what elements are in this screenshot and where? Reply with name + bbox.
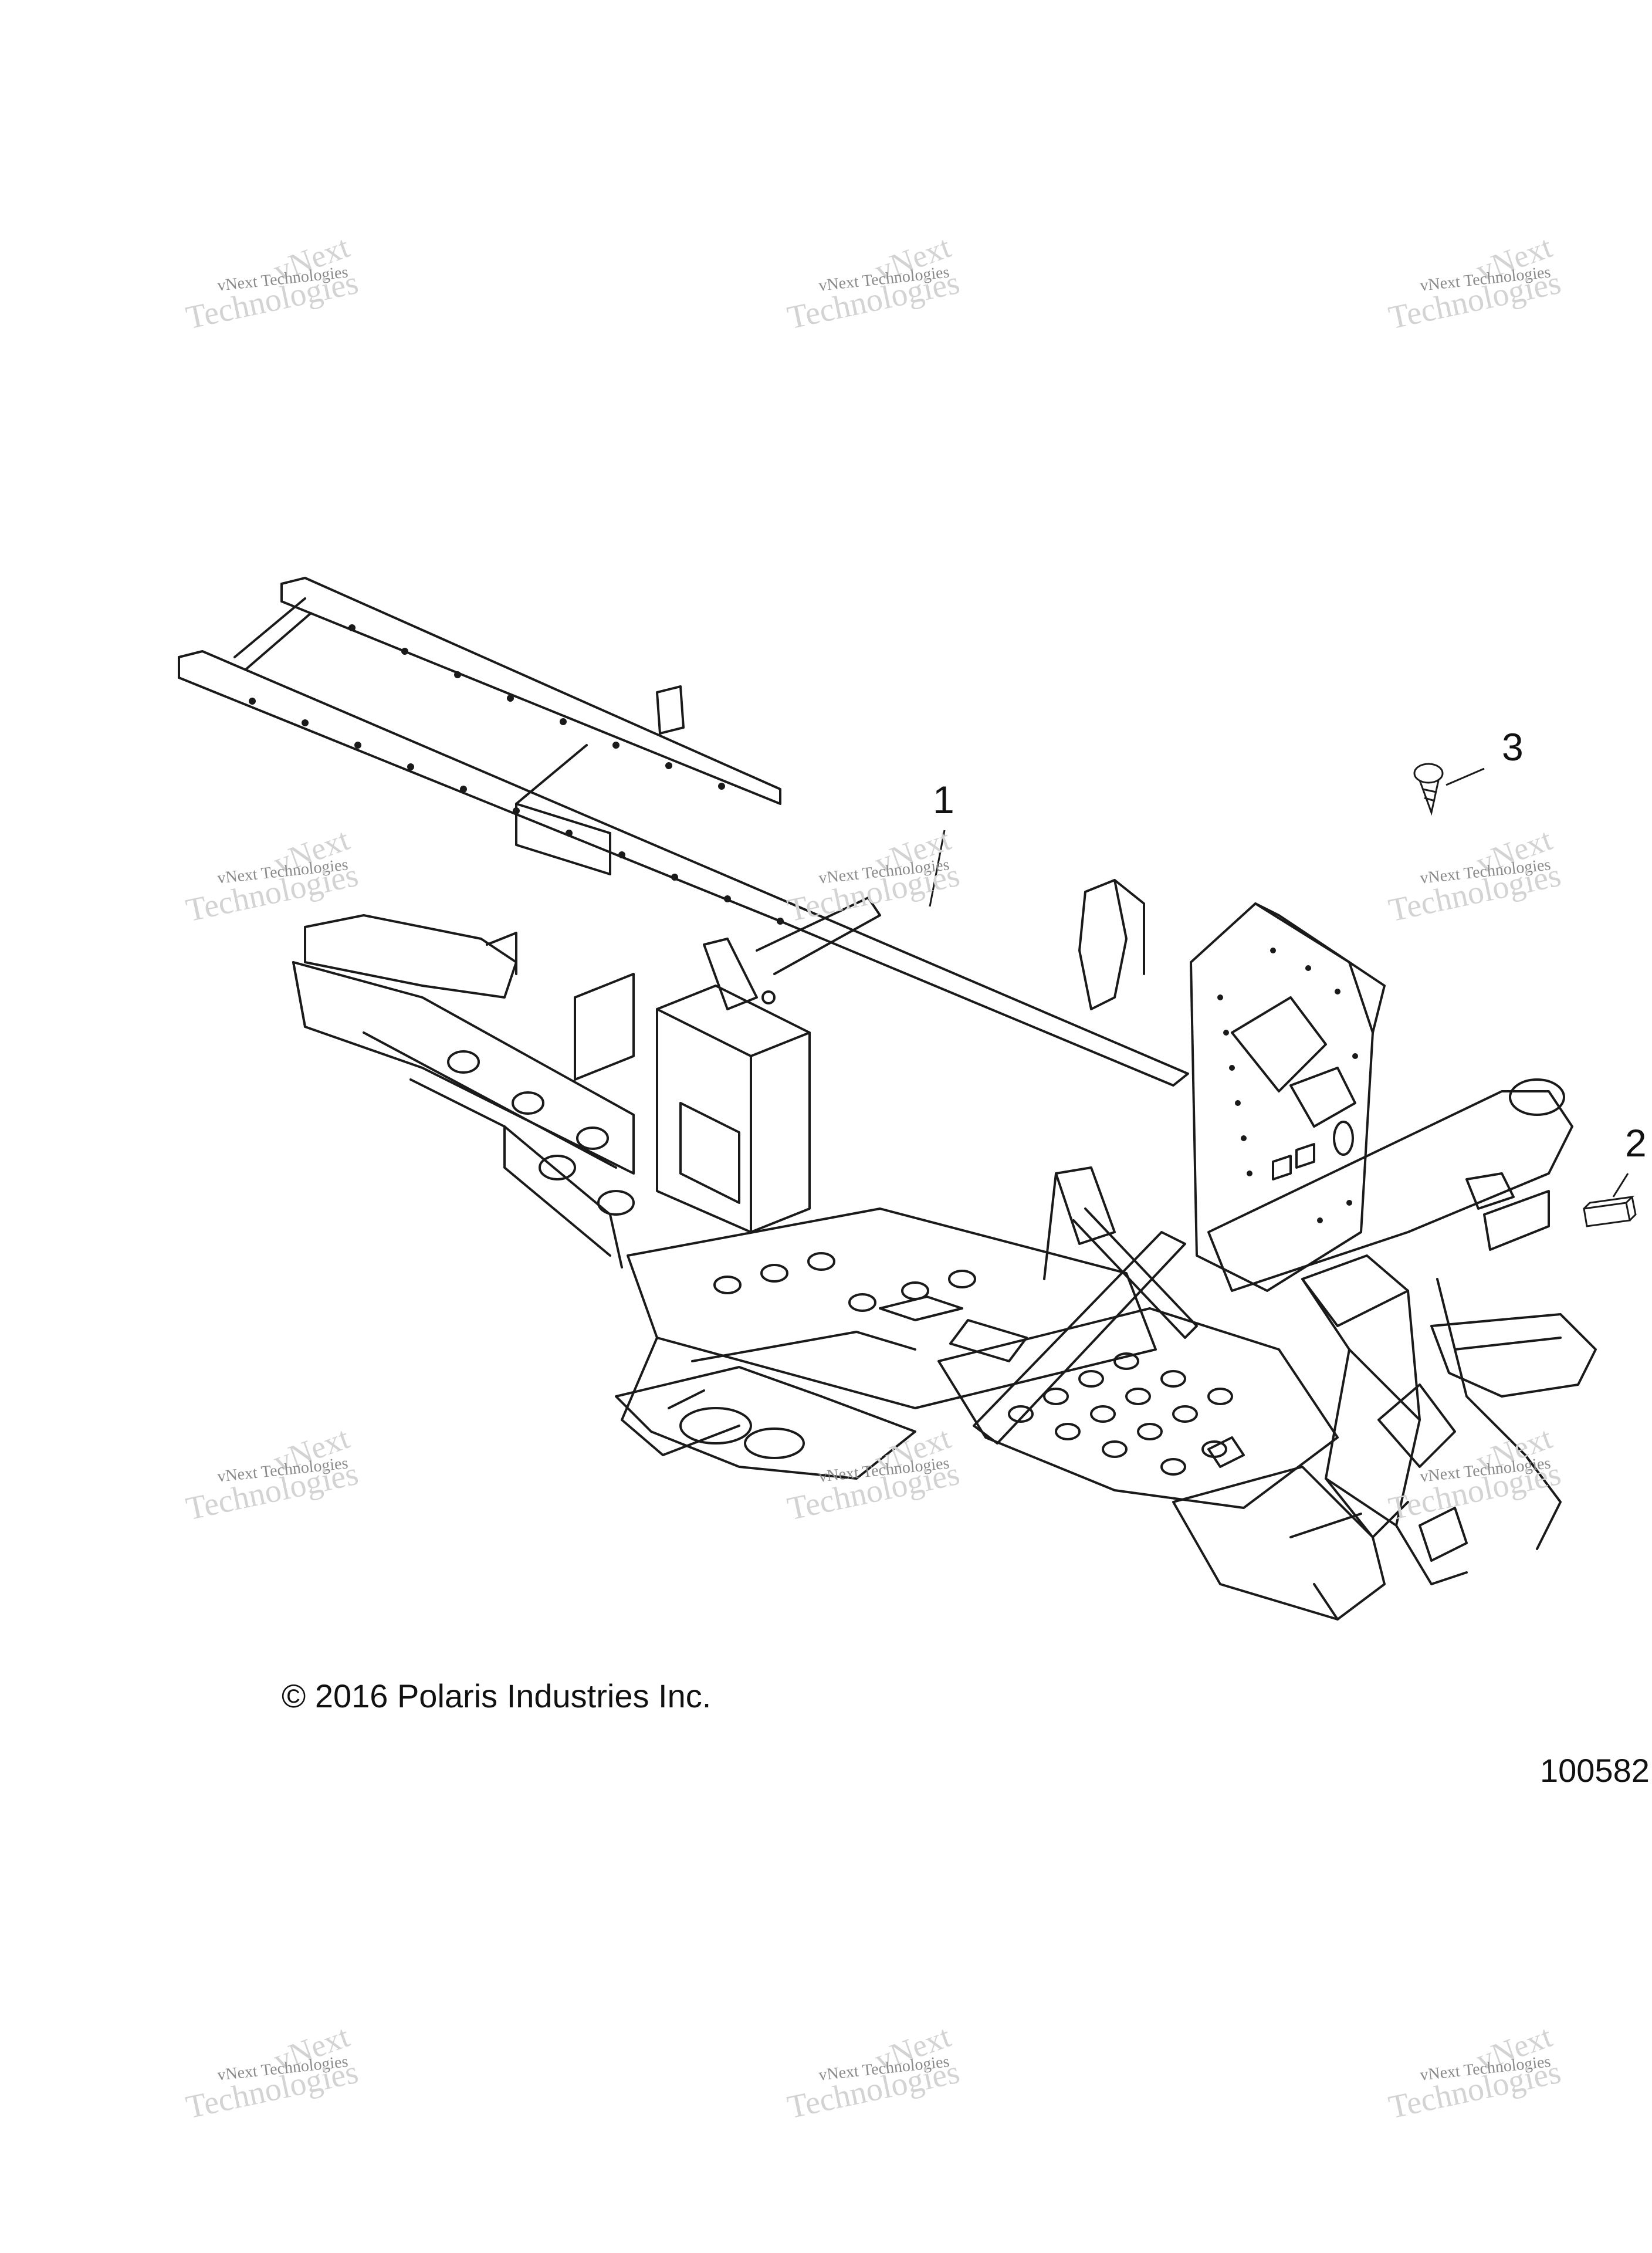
floor-pan	[621, 1207, 1157, 1456]
main-floorboard	[937, 1307, 1339, 1509]
rear-shock-bracket	[1078, 879, 1145, 1010]
center-upright	[656, 897, 881, 1233]
rear-right-plate	[1430, 1313, 1597, 1398]
callout-leaders	[929, 767, 1629, 1197]
lower-left-plate	[615, 1366, 916, 1480]
rail-crossbars	[233, 597, 685, 875]
callout-3: 3	[1502, 725, 1524, 769]
lower-front-crossmember	[1172, 1466, 1386, 1621]
leader-line-2	[1612, 1173, 1629, 1197]
rear-tower-holes	[1217, 948, 1358, 1223]
upper-rail-outer	[178, 577, 1189, 1087]
callout-2: 2	[1625, 1121, 1647, 1165]
leader-line-3	[1446, 767, 1485, 786]
callout-1: 1	[933, 778, 954, 821]
figure-number: 100582	[1540, 1752, 1650, 1789]
front-frame-section	[292, 914, 635, 1268]
copyright-notice: © 2016 Polaris Industries Inc.	[282, 1677, 712, 1714]
leader-line-1	[929, 830, 946, 907]
rail-holes	[249, 624, 784, 925]
rear-tower-plate	[1190, 902, 1386, 1292]
rear-frame-legs	[1301, 1278, 1562, 1585]
center-braces	[973, 1166, 1198, 1445]
plug-part-2	[1583, 1195, 1637, 1227]
screw-part-3	[1413, 763, 1444, 816]
